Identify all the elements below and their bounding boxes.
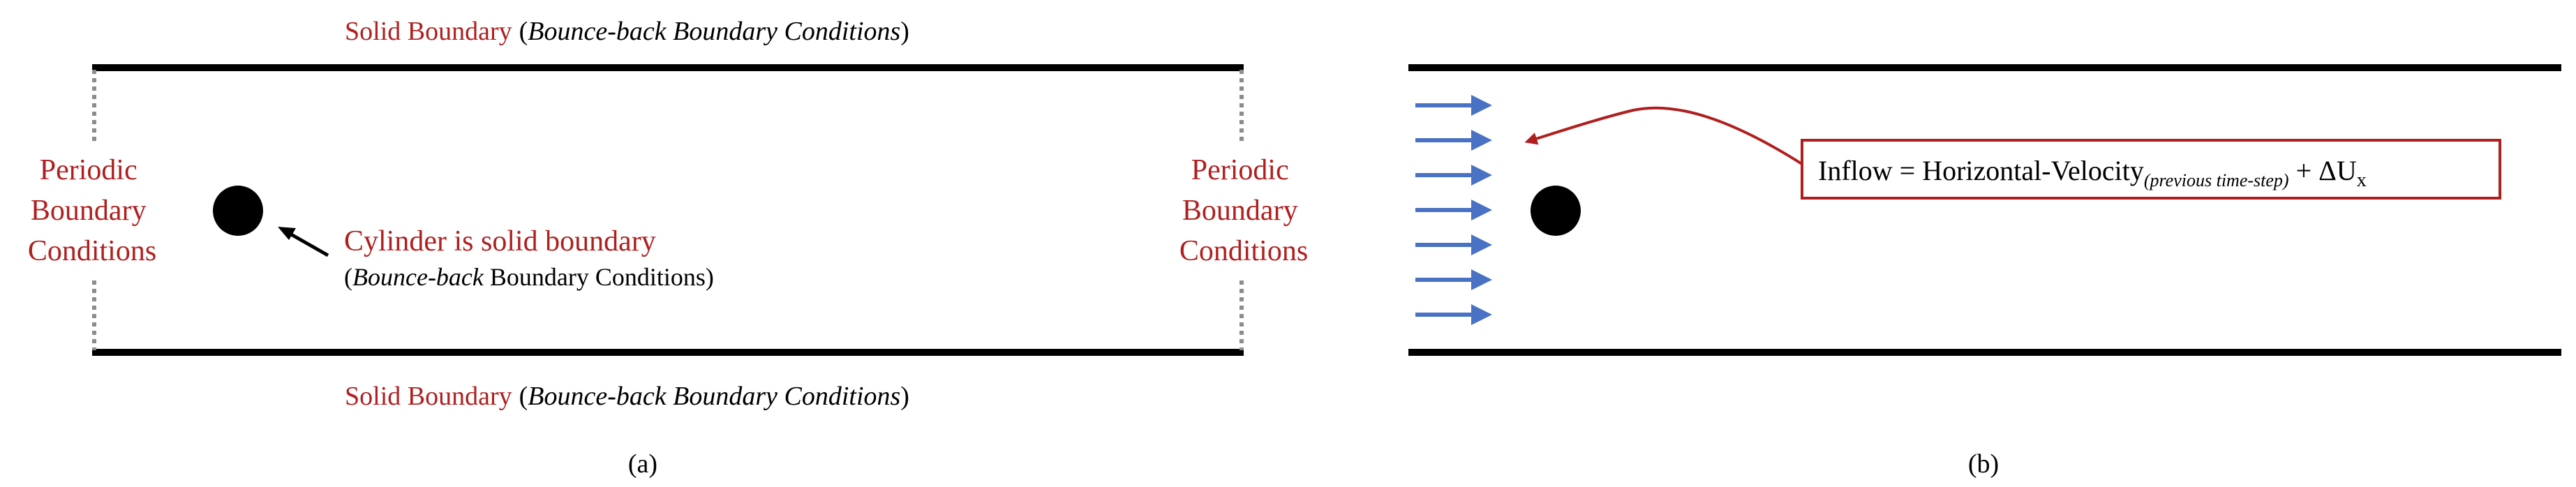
inflow-formula-box	[1801, 139, 2501, 200]
top-wall-label: Solid Boundary(Bounce-back Boundary Cond…	[345, 17, 909, 46]
cylinder-condition: (Bounce-back Boundary Conditions)	[344, 263, 714, 291]
caption-b: (b)	[1968, 449, 1999, 479]
inflow-feedback-arrow	[1524, 106, 1806, 167]
inflow-formula: Inflow = Horizontal-Velocity(previous ti…	[1818, 155, 2367, 191]
bottom-wall-condition: Bounce-back Boundary Conditions	[528, 382, 900, 411]
panel-a: Solid Boundary (Bounce-back Boundary Cond…	[28, 17, 1308, 479]
cylinder-label: Cylinder is solid boundary	[344, 225, 656, 257]
top-wall-name: Solid Boundary	[345, 17, 512, 46]
inflow-arrows	[1415, 95, 1492, 325]
right-periodic-label: Periodic Boundary Conditions	[1179, 154, 1308, 267]
cylinder-a	[213, 186, 263, 236]
bottom-wall-label: Solid Boundary(Bounce-back Boundary Cond…	[345, 382, 909, 411]
caption-a: (a)	[628, 449, 657, 479]
cylinder-pointer-arrowhead	[278, 227, 296, 240]
top-wall-condition: Bounce-back Boundary Conditions	[528, 17, 900, 46]
inflow-formula-subscript: (previous time-step)	[2144, 170, 2289, 190]
panel-b: Inflow = Horizontal-Velocity(previous ti…	[1408, 64, 2561, 479]
left-periodic-label: Periodic Boundary Conditions	[28, 154, 156, 267]
bottom-wall-name: Solid Boundary	[345, 382, 512, 411]
cylinder-pointer-line	[286, 230, 329, 257]
cylinder-b	[1531, 186, 1581, 236]
